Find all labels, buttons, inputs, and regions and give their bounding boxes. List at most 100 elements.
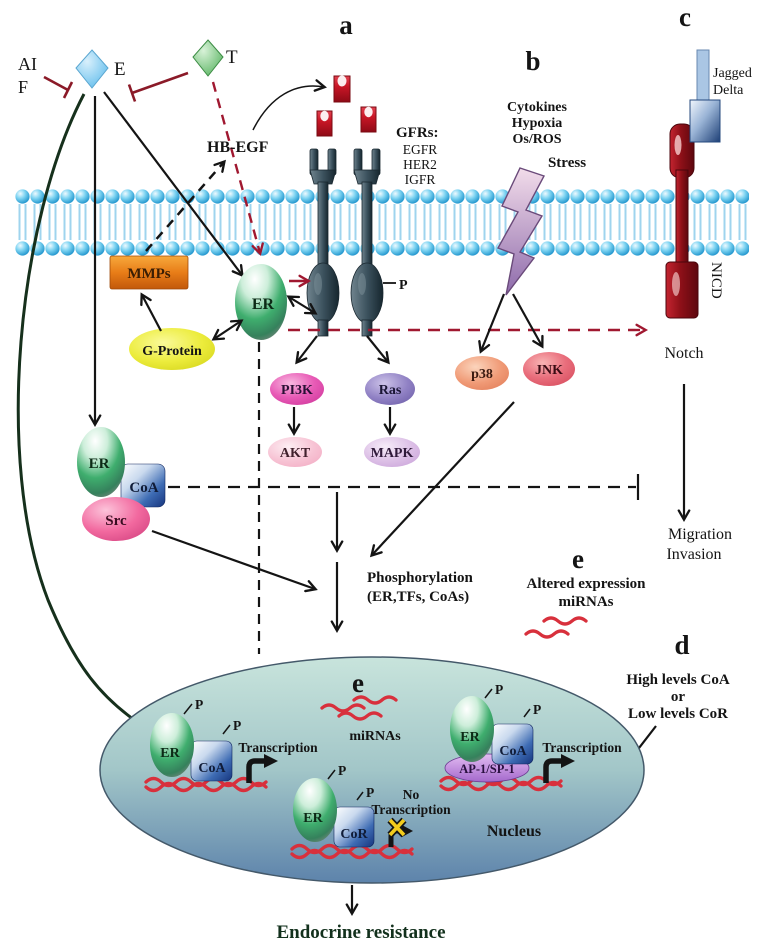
nicd-label: NICD — [708, 262, 724, 299]
nucleus-er-label: ER — [460, 730, 480, 745]
egf-ligand — [316, 110, 333, 137]
dna-strand — [144, 781, 268, 793]
membrane-er-label: ER — [252, 296, 275, 313]
p38-label: p38 — [471, 367, 493, 382]
nucleus-er-label: ER — [160, 746, 180, 761]
gfr-item-her2: HER2 — [403, 157, 437, 172]
g-protein-group: G-Protein — [129, 328, 215, 370]
mirna-squiggle — [337, 711, 383, 721]
phosphate-label: P — [495, 682, 503, 697]
inhibition-lines — [43, 71, 189, 102]
kinase-cascade: PI3K Ras p38 JNK AKT MAPK — [268, 335, 575, 467]
jagged-delta-ligand — [689, 99, 721, 143]
notch-pathway: Jagged Delta NICD Notch Migration Invasi… — [664, 49, 752, 563]
nucleus-group: e miRNAs ER CoA P P Transcription — [99, 656, 645, 884]
transcription-arrowhead — [264, 754, 278, 768]
nucleus-coa-box — [491, 723, 534, 765]
estrogen-label: E — [114, 59, 126, 80]
nucleus-er-coa-complex: ER CoA P P Transcription — [144, 697, 318, 793]
phosphate-tick — [484, 688, 493, 699]
complex-er-label: ER — [89, 456, 110, 472]
pi3k-node — [270, 373, 324, 405]
lipid-tails — [15, 204, 749, 240]
mmps-label: MMPs — [127, 266, 170, 282]
arrow-receptor-to-pi3k — [295, 335, 318, 365]
phosphate-label: P — [533, 702, 541, 717]
phospho-line2: (ER,TFs, CoAs) — [367, 589, 469, 605]
nucleus-coa-label: CoA — [198, 761, 226, 776]
g-protein-ellipse — [129, 328, 215, 370]
hb-egf-label: HB-EGF — [207, 139, 269, 156]
phosphate-tick — [356, 791, 364, 801]
egf-ligand — [333, 75, 351, 103]
nucleus-er-cor-complex: ER CoR P P No Transcription — [290, 763, 451, 860]
nucleus-er-coa-ap1-complex: ER CoA AP-1/SP-1 P P Transcription — [439, 682, 622, 792]
gfr-title: GFRs: — [396, 125, 439, 141]
mirna-squiggle — [352, 695, 398, 705]
nucleus-label: Nucleus — [487, 823, 541, 840]
ras-label: Ras — [379, 383, 402, 398]
stress-cytokines: Cytokines — [507, 100, 567, 115]
stress-block: Cytokines Hypoxia Os/ROS Stress — [496, 100, 586, 296]
phosphate-label: P — [195, 697, 203, 712]
egf-ligands — [316, 75, 377, 137]
gfr-item-igfr: IGFR — [405, 172, 436, 187]
tamoxifen-ligand: T — [192, 39, 238, 77]
nucleus-er-ellipse — [150, 713, 194, 777]
arrow-src-to-phospho — [151, 529, 318, 593]
mapk-label: MAPK — [371, 446, 414, 461]
arrow-stress-to-p38 — [478, 293, 506, 354]
p38-node — [455, 356, 509, 390]
er-ellipse — [77, 427, 125, 497]
ap1-sp1-label: AP-1/SP-1 — [459, 762, 515, 776]
notch-highlight — [674, 135, 682, 155]
nucleus-mirna-squiggles — [320, 695, 398, 721]
transcription-label-right: Transcription — [542, 740, 622, 755]
phospho-line1: Phosphorylation — [367, 570, 474, 586]
lipid-heads-inner — [15, 241, 749, 256]
akt-node — [268, 437, 322, 467]
coreg-line3: Low levels CoR — [628, 706, 728, 722]
stress-bolt-icon — [496, 167, 546, 296]
estrogen-diamond — [75, 49, 109, 89]
migration-label: Migration — [668, 526, 732, 543]
membrane-er-group: ER — [235, 264, 287, 340]
lipid-heads-outer — [15, 189, 749, 204]
panel-b: b — [525, 46, 540, 76]
mirna-squiggle — [542, 616, 588, 626]
dna-strand — [439, 780, 563, 792]
jnk-node — [523, 352, 575, 386]
coreg-line2: or — [671, 689, 686, 705]
arrow-jnk-to-phospho — [369, 401, 515, 558]
phosphate-tick — [183, 703, 193, 715]
nucleus-coa-label: CoA — [499, 744, 527, 759]
stress-label: Stress — [548, 155, 586, 171]
ai-label: AI — [18, 54, 37, 74]
jagged-delta-stem — [696, 49, 710, 101]
nucleus-er-ellipse — [450, 696, 494, 762]
membrane-er-ellipse — [235, 264, 287, 340]
f-label: F — [18, 77, 28, 97]
cytoplasm-mirna-squiggles — [524, 616, 588, 639]
stress-hypoxia: Hypoxia — [512, 116, 563, 131]
dashed-arrow-mmps-to-hbegf — [145, 159, 226, 252]
pi3k-label: PI3K — [281, 383, 313, 398]
jnk-label: JNK — [535, 363, 563, 378]
mmps-box-group: MMPs — [109, 255, 189, 290]
transcription-arrow — [246, 758, 265, 783]
no-transcription-x-icon — [387, 817, 407, 838]
panel-c: c — [679, 2, 691, 32]
arrow-gprotein-to-mmps — [140, 292, 162, 332]
nucleus-er-label: ER — [303, 811, 323, 826]
nucleus-envelope — [99, 656, 645, 884]
phosphate-tick — [523, 708, 531, 718]
double-arrow-er-receptor — [286, 295, 318, 315]
panel-d: d — [674, 630, 689, 660]
phosphate-label: P — [233, 718, 241, 733]
no-transcription-line2: Transcription — [371, 802, 451, 817]
notch-label: Notch — [664, 345, 703, 362]
gfr-list: GFRs: EGFR HER2 IGFR — [396, 125, 439, 187]
inhibition-ai-bar — [62, 81, 74, 99]
